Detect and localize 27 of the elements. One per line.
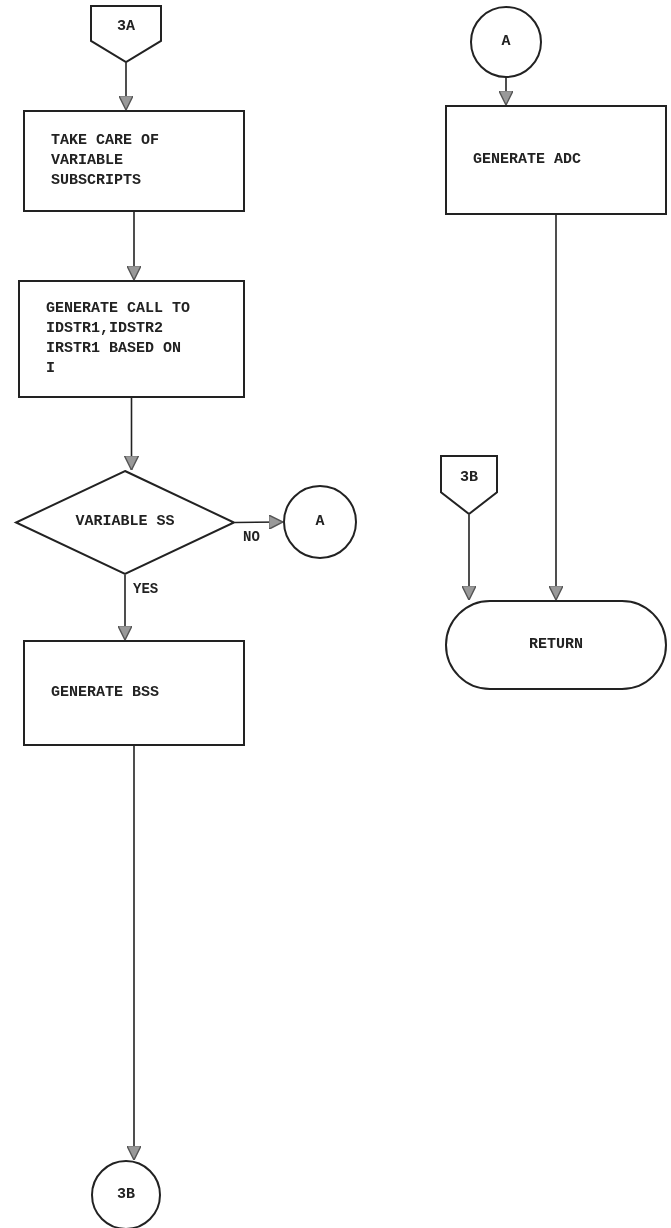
process-box [23, 640, 245, 746]
node-label: RETURN [529, 634, 583, 655]
arrow [548, 214, 564, 601]
decision-diamond [15, 470, 235, 575]
node-label: 3B [117, 1184, 135, 1205]
node-label: TAKE CARE OF VARIABLE SUBSCRIPTS [51, 130, 161, 192]
process-box [445, 105, 667, 215]
node-label: GENERATE ADC [473, 149, 582, 170]
node-label: A [501, 31, 511, 52]
arrow [117, 574, 133, 641]
arrow [126, 211, 142, 281]
node-label: 3B [460, 467, 478, 488]
off-page-connector [90, 5, 162, 63]
arrow [123, 397, 140, 471]
arrow [461, 514, 477, 601]
arrow [234, 514, 284, 531]
process-box [23, 110, 245, 212]
node-label: VARIABLE SS [75, 512, 175, 533]
arrow [126, 745, 142, 1161]
node-label: A [315, 511, 325, 532]
node-label: 3A [117, 16, 135, 37]
off-page-connector [440, 455, 498, 515]
arrow [498, 77, 514, 106]
node-label: GENERATE BSS [51, 682, 160, 703]
node-label: GENERATE CALL TO IDSTR1,IDSTR2 IRSTR1 BASED ON I [46, 298, 192, 380]
arrow [118, 62, 134, 111]
process-box [18, 280, 245, 398]
